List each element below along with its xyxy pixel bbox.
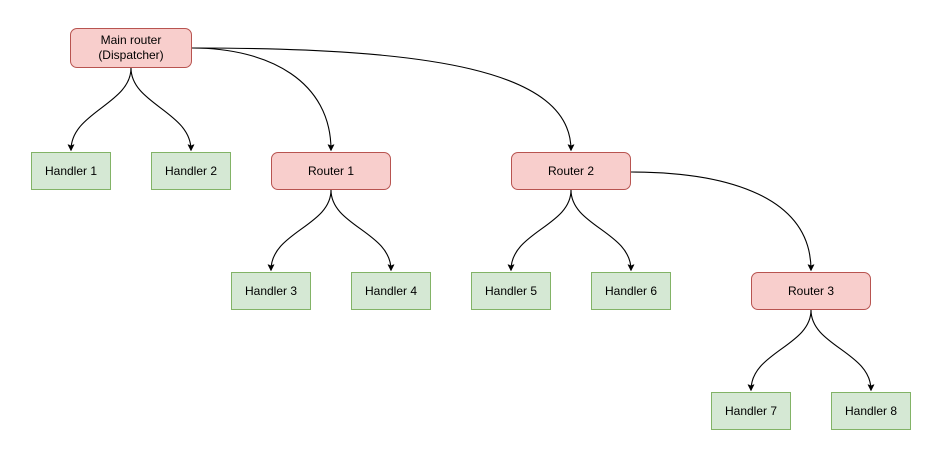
- node-label-router-2: Router 2: [547, 163, 595, 178]
- node-handler-5[interactable]: Handler 5: [471, 272, 551, 310]
- edge-router-1-to-handler-4: [330, 189, 391, 270]
- node-router-1[interactable]: Router 1: [271, 152, 391, 190]
- edge-router-3-to-handler-8: [810, 309, 871, 390]
- node-router-3[interactable]: Router 3: [751, 272, 871, 310]
- node-label-handler-5: Handler 5: [484, 283, 538, 298]
- edge-main-router-to-router-1: [191, 47, 331, 150]
- node-label-handler-2: Handler 2: [164, 163, 218, 178]
- node-label-router-3: Router 3: [787, 283, 835, 298]
- node-handler-8[interactable]: Handler 8: [831, 392, 911, 430]
- node-main-router[interactable]: Main router (Dispatcher): [70, 28, 192, 68]
- edge-router-1-to-handler-3: [271, 189, 332, 270]
- edge-main-router-to-handler-2: [130, 67, 191, 150]
- node-label-handler-3: Handler 3: [244, 283, 298, 298]
- node-router-2[interactable]: Router 2: [511, 152, 631, 190]
- node-handler-2[interactable]: Handler 2: [151, 152, 231, 190]
- node-label-router-1: Router 1: [307, 163, 355, 178]
- edge-main-router-to-router-2: [191, 47, 571, 150]
- node-label-handler-1: Handler 1: [44, 163, 98, 178]
- node-label-main-router: Main router (Dispatcher): [98, 33, 164, 62]
- edge-router-2-to-router-3: [630, 171, 811, 270]
- node-label-handler-4: Handler 4: [364, 283, 418, 298]
- edge-main-router-to-handler-1: [71, 67, 132, 150]
- node-handler-6[interactable]: Handler 6: [591, 272, 671, 310]
- edge-router-2-to-handler-5: [511, 189, 572, 270]
- node-label-handler-8: Handler 8: [844, 403, 898, 418]
- node-handler-4[interactable]: Handler 4: [351, 272, 431, 310]
- node-handler-3[interactable]: Handler 3: [231, 272, 311, 310]
- edge-router-3-to-handler-7: [751, 309, 812, 390]
- edges-group: [71, 47, 871, 390]
- edge-router-2-to-handler-6: [570, 189, 631, 270]
- node-label-handler-6: Handler 6: [604, 283, 658, 298]
- node-handler-1[interactable]: Handler 1: [31, 152, 111, 190]
- node-handler-7[interactable]: Handler 7: [711, 392, 791, 430]
- node-label-handler-7: Handler 7: [724, 403, 778, 418]
